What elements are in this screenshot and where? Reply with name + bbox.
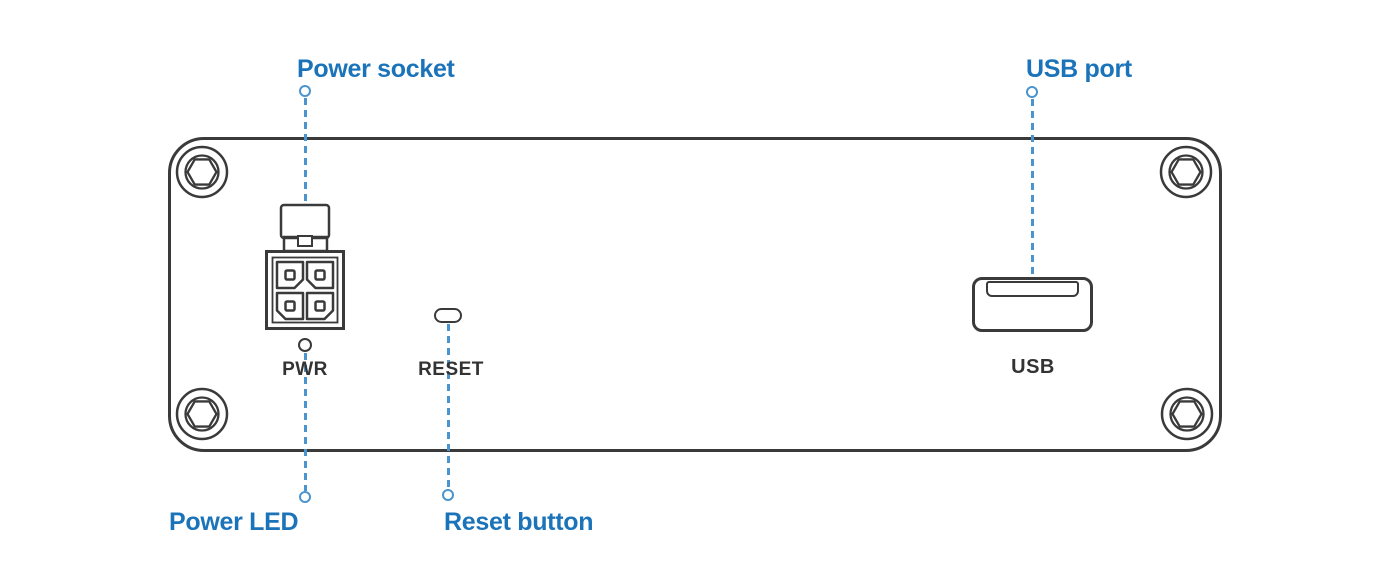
reset-button-graphic xyxy=(434,308,462,323)
screw-bottom-left-icon xyxy=(174,386,230,442)
power-socket-graphic xyxy=(257,202,353,339)
callout-usb-port: USB port xyxy=(1026,55,1132,83)
panel-label-reset: RESET xyxy=(418,359,484,380)
leader-dot-power-led xyxy=(299,491,311,503)
usb-port-graphic xyxy=(972,277,1093,332)
panel-label-usb: USB xyxy=(1011,356,1055,378)
power-led-graphic xyxy=(298,338,312,352)
screw-bottom-right-icon xyxy=(1159,386,1215,442)
screw-top-left-icon xyxy=(174,144,230,200)
leader-dot-usb-port xyxy=(1026,86,1038,98)
screw-top-right-icon xyxy=(1158,144,1214,200)
leader-line-reset-button xyxy=(446,324,450,489)
leader-line-usb-port xyxy=(1030,99,1034,277)
leader-line-power-socket xyxy=(303,98,307,204)
panel-label-pwr: PWR xyxy=(282,359,328,380)
callout-power-led: Power LED xyxy=(169,508,299,536)
leader-line-power-led xyxy=(303,353,307,491)
callout-reset-button: Reset button xyxy=(444,508,594,536)
leader-dot-power-socket xyxy=(299,85,311,97)
usb-port-tongue xyxy=(986,281,1079,297)
leader-dot-reset-button xyxy=(442,489,454,501)
callout-power-socket: Power socket xyxy=(297,55,455,83)
